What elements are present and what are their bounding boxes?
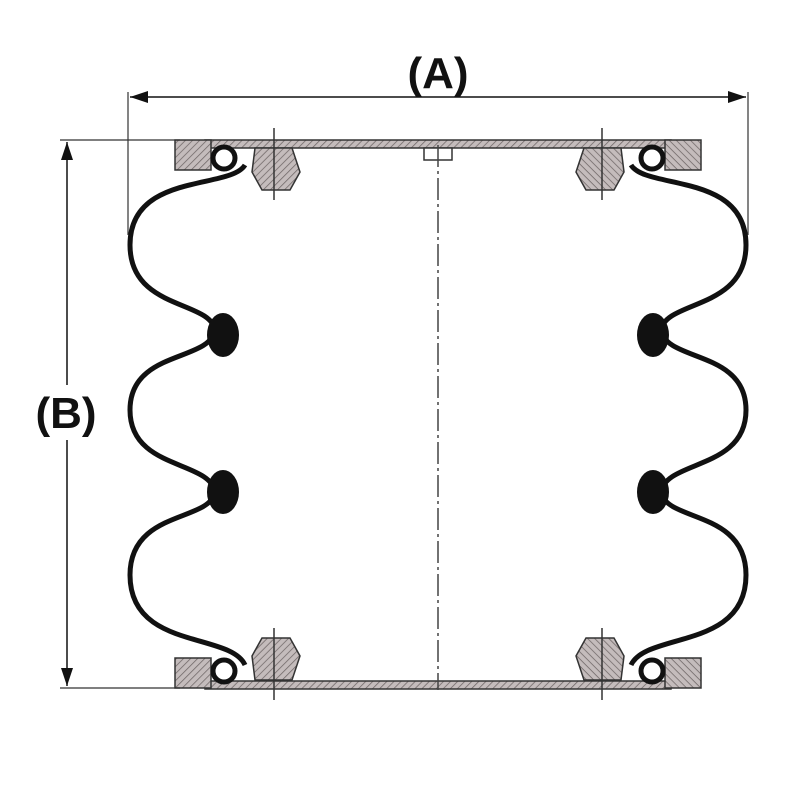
- right-bellows: [576, 128, 746, 700]
- dimension-label-a: (A): [407, 49, 468, 98]
- dimension-label-b: (B): [35, 389, 96, 438]
- label-b-backdrop: [25, 385, 107, 440]
- left-bellows: [130, 128, 300, 700]
